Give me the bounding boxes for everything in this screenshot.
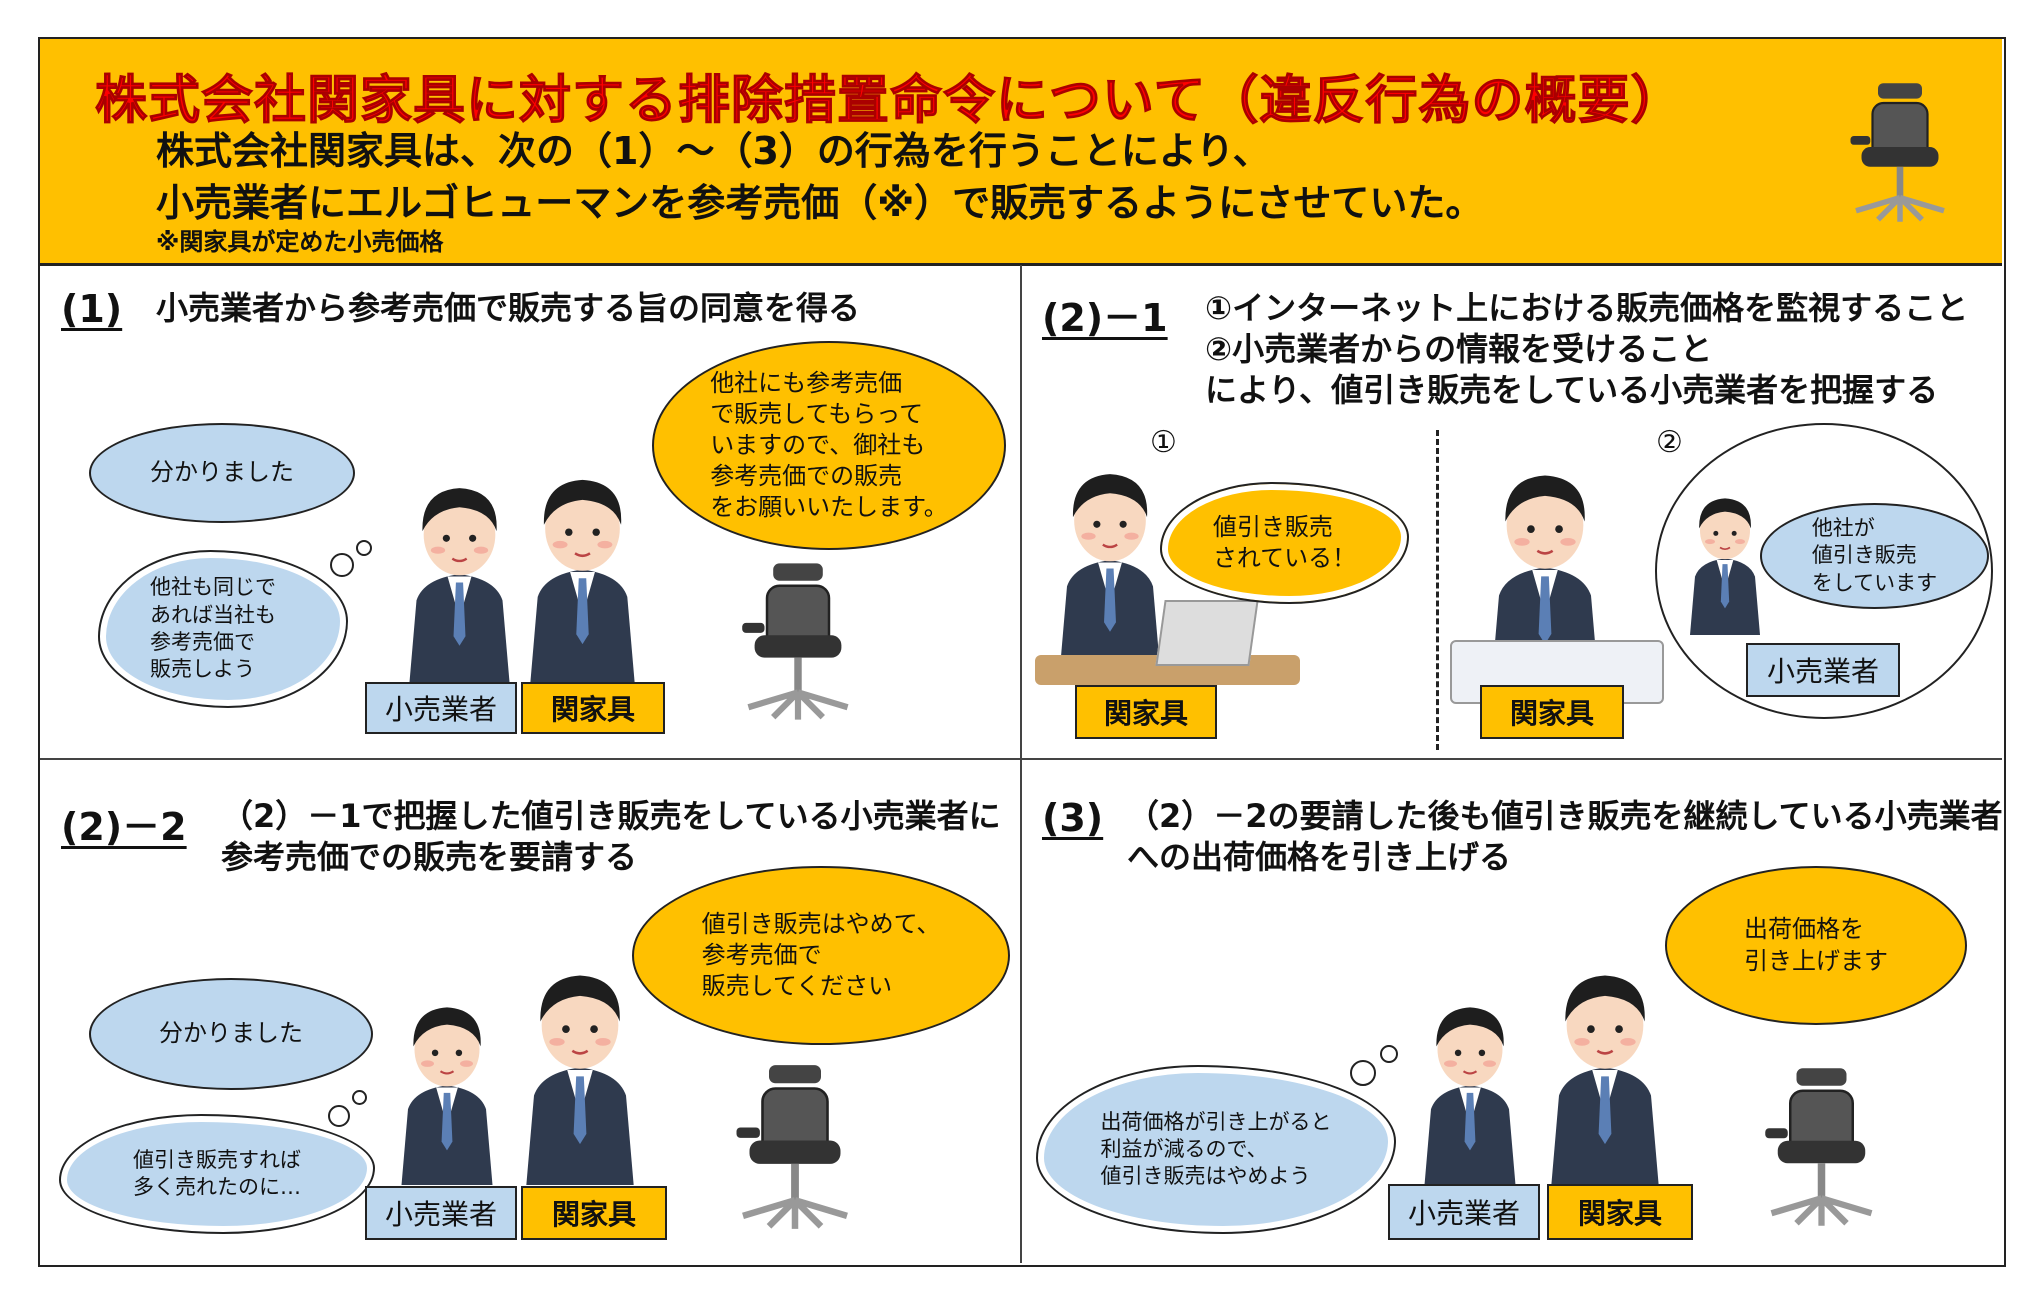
label-seki: 関家具 [1075,685,1217,739]
thought-dot [1380,1045,1398,1063]
panel-number: (2)－2 [61,805,187,849]
dashed-separator [1436,430,1439,750]
panel-number: (2)－1 [1042,296,1168,340]
panel-heading-line-2: 参考売価での販売を要請する [221,838,638,876]
label-seki: 関家具 [521,682,665,734]
label-retailer: 小売業者 [365,1186,517,1240]
retailer-speech-bubble: 他社が 値引き販売 をしています [1760,503,1989,609]
panel-divider-horizontal [40,758,2002,760]
label-retailer: 小売業者 [365,682,517,734]
panel-number: (1) [61,287,123,331]
label-seki: 関家具 [1547,1184,1693,1240]
reference-price-note: ※関家具が定めた小売価格 [156,228,444,256]
seki-thought-cloud: 値引き販売 されている！ [1160,482,1409,604]
page-title: 株式会社関家具に対する排除措置命令について（違反行為の概要） [94,71,1684,132]
thought-dot [328,1105,350,1127]
retailer-person-illustration [400,1006,494,1185]
panel-number: (3) [1042,796,1104,840]
label-retailer: 小売業者 [1746,643,1900,697]
header-banner [40,39,2002,266]
seki-speech-bubble: 値引き販売はやめて、 参考売価で 販売してください [632,866,1010,1045]
panel-heading-line-1: ①インターネット上における販売価格を監視すること [1205,289,1969,327]
panel-heading-line-3: により、値引き販売をしている小売業者を把握する [1205,371,1939,409]
seki-person-illustration [528,478,637,684]
method-marker-2: ② [1656,425,1683,460]
method-marker-1: ① [1150,425,1177,460]
retailer-person-on-phone-illustration [1689,497,1761,635]
laptop-icon [1155,600,1259,666]
retailer-speech-bubble: 分かりました [89,978,373,1090]
seki-person-illustration [524,974,636,1185]
office-chair-icon [1845,60,1955,245]
retailer-person-illustration [1423,1006,1517,1185]
retailer-person-illustration [408,486,511,684]
seki-speech-bubble: 出荷価格を 引き上げます [1665,866,1967,1025]
office-chair-icon [1759,1062,1884,1232]
panel-heading-line-2: への出荷価格を引き上げる [1127,838,1512,876]
summary-line-2: 小売業者にエルゴヒューマンを参考売価（※）で販売するようにさせていた。 [156,181,1484,225]
panel-heading: 小売業者から参考売価で販売する旨の同意を得る [156,289,861,327]
infographic-frame [38,37,2006,1267]
retailer-thought-cloud: 値引き販売すれば 多く売れたのに… [59,1114,375,1234]
thought-dot [356,540,372,556]
panel-heading-line-1: （2）－1で把握した値引き販売をしている小売業者に [221,797,1001,835]
label-seki: 関家具 [521,1186,667,1240]
thought-dot [1350,1060,1376,1086]
panel-heading-line-1: （2）－2の要請した後も値引き販売を継続している小売業者 [1127,797,2003,835]
panel-heading-line-2: ②小売業者からの情報を受けること [1205,330,1713,368]
seki-person-illustration [1549,974,1661,1185]
panel-divider-vertical [1020,265,1022,1263]
label-seki: 関家具 [1480,685,1624,739]
thought-dot [330,553,354,577]
retailer-thought-cloud: 他社も同じで あれば当社も 参考売価で 販売しよう [98,550,348,708]
retailer-speech-bubble: 分かりました [89,423,355,523]
seki-speech-bubble: 他社にも参考売価 で販売してもらって いますので、御社も 参考売価での販売 をお… [652,341,1006,550]
office-chair-icon [730,1062,860,1232]
label-retailer: 小売業者 [1388,1184,1540,1240]
office-chair-icon [736,560,860,723]
summary-line-1: 株式会社関家具は、次の（1）～（3）の行為を行うことにより、 [156,129,1271,173]
retailer-thought-cloud: 出荷価格が引き上がると 利益が減るので、 値引き販売はやめよう [1036,1065,1396,1234]
thought-dot [352,1090,367,1105]
